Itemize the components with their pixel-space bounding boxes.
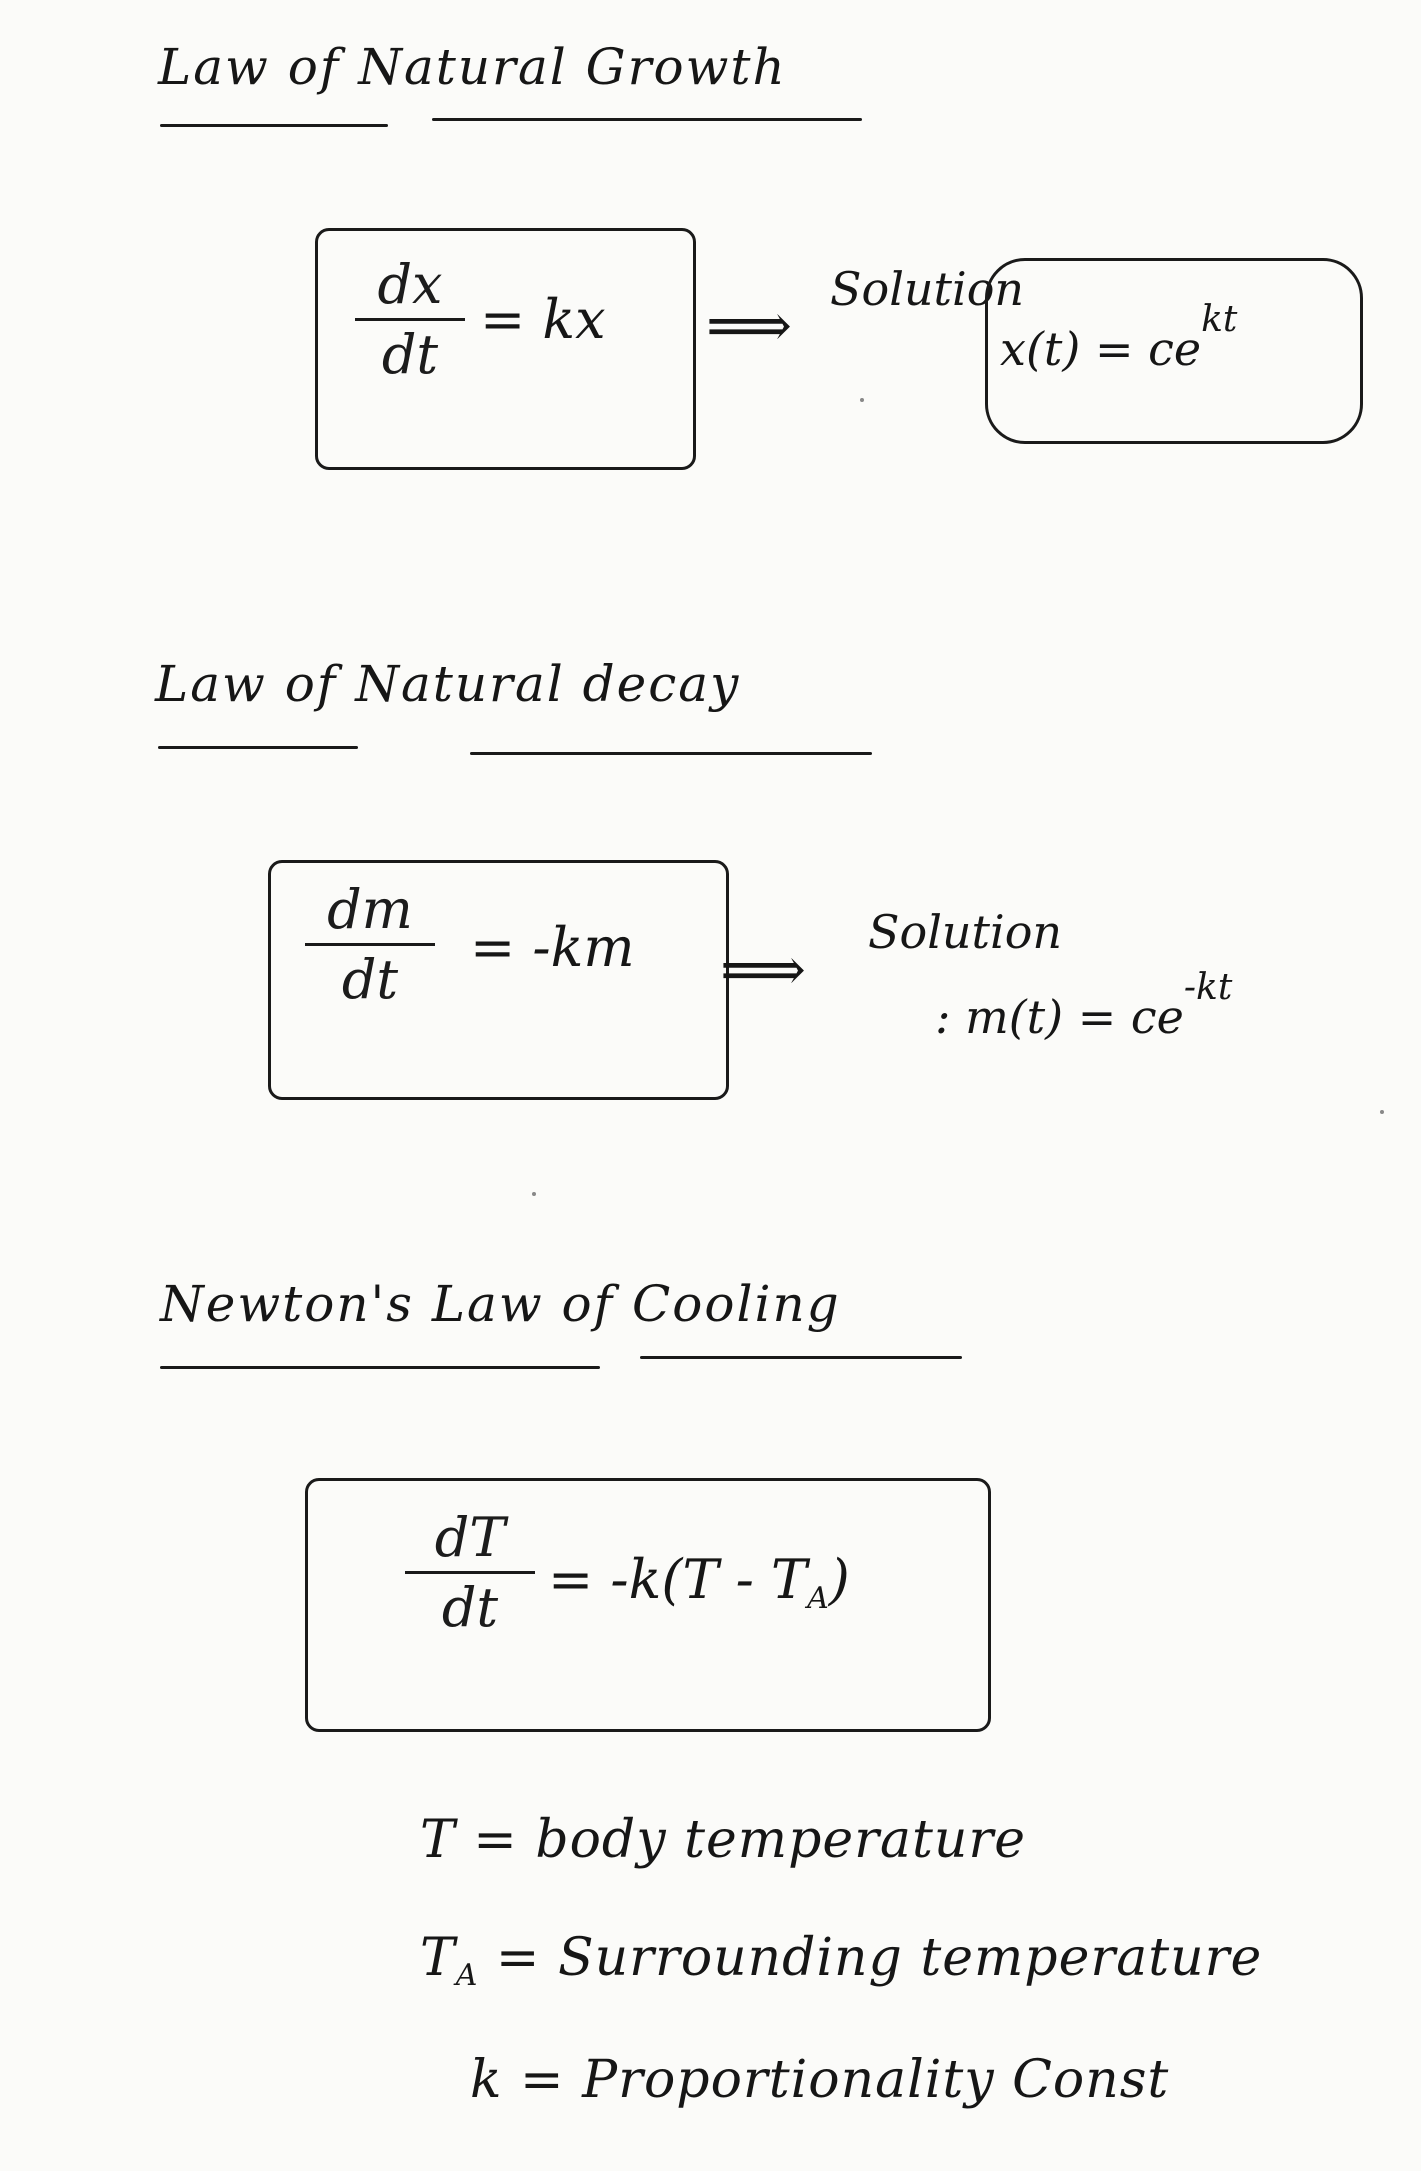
decay-solution-label: Solution <box>868 905 1063 959</box>
cooling-equation-box <box>305 1478 991 1732</box>
cooling-fraction-bar <box>405 1571 535 1575</box>
decay-heading-underline-2 <box>470 752 872 755</box>
growth-solution: x(t) = cekt <box>1000 299 1237 376</box>
growth-fraction-numerator: dx <box>377 253 443 316</box>
definition-symbol: T <box>420 1928 456 1988</box>
growth-heading: Law of Natural Growth <box>158 38 787 96</box>
growth-solution-text: x(t) = ce <box>1000 322 1202 376</box>
decay-fraction-numerator: dm <box>327 878 413 941</box>
definition-symbol: k <box>470 2050 503 2110</box>
paper-speck <box>532 1192 536 1196</box>
decay-heading: Law of Natural decay <box>155 655 741 713</box>
growth-fraction-denominator: dt <box>381 323 439 387</box>
decay-fraction: dm dt <box>305 880 435 1010</box>
paper-speck <box>1380 1110 1384 1114</box>
cooling-rhs-main: = -k(T - T <box>548 1548 808 1611</box>
cooling-equation-rhs: = -k(T - TA) <box>548 1548 850 1616</box>
cooling-rhs-subscript: A <box>807 1581 829 1616</box>
cooling-heading-underline <box>160 1366 600 1369</box>
growth-heading-underline-2 <box>432 118 862 121</box>
decay-equation-rhs: = -km <box>470 916 635 979</box>
growth-fraction-bar <box>355 318 465 322</box>
paper-speck <box>860 398 864 402</box>
growth-equation-rhs: = kx <box>480 288 606 351</box>
definition-symbol-sub: A <box>455 1958 479 1993</box>
definition-line: TA = Surrounding temperature <box>420 1928 1263 1993</box>
definition-line: T = body temperature <box>420 1810 1026 1870</box>
growth-solution-exponent: kt <box>1201 299 1238 340</box>
cooling-fraction-numerator: dT <box>434 1506 506 1569</box>
cooling-fraction-denominator: dt <box>441 1576 499 1640</box>
decay-solution-exponent: -kt <box>1183 967 1233 1008</box>
definition-text: = Proportionality Const <box>520 2050 1170 2110</box>
decay-equation-box <box>268 860 729 1100</box>
decay-heading-underline <box>158 746 358 749</box>
growth-implies-arrow: ⟹ <box>706 291 793 361</box>
decay-fraction-denominator: dt <box>341 948 399 1012</box>
cooling-heading: Newton's Law of Cooling <box>160 1275 841 1333</box>
decay-solution-text: : m(t) = ce <box>935 990 1184 1044</box>
definition-text: = body temperature <box>473 1810 1027 1870</box>
definition-text: = Surrounding temperature <box>495 1928 1263 1988</box>
decay-solution: : m(t) = ce-kt <box>935 967 1232 1044</box>
growth-heading-underline <box>160 124 388 127</box>
decay-implies-arrow: ⟹ <box>720 935 807 1005</box>
growth-solution-box <box>985 258 1363 444</box>
cooling-rhs-close: ) <box>828 1548 850 1611</box>
definition-line: k = Proportionality Const <box>470 2050 1169 2110</box>
definition-symbol: T <box>420 1810 456 1870</box>
growth-fraction: dx dt <box>355 255 465 385</box>
decay-fraction-bar <box>305 943 435 947</box>
cooling-heading-underline-2 <box>640 1356 962 1359</box>
cooling-fraction: dT dt <box>405 1508 535 1638</box>
growth-equation-box <box>315 228 696 470</box>
